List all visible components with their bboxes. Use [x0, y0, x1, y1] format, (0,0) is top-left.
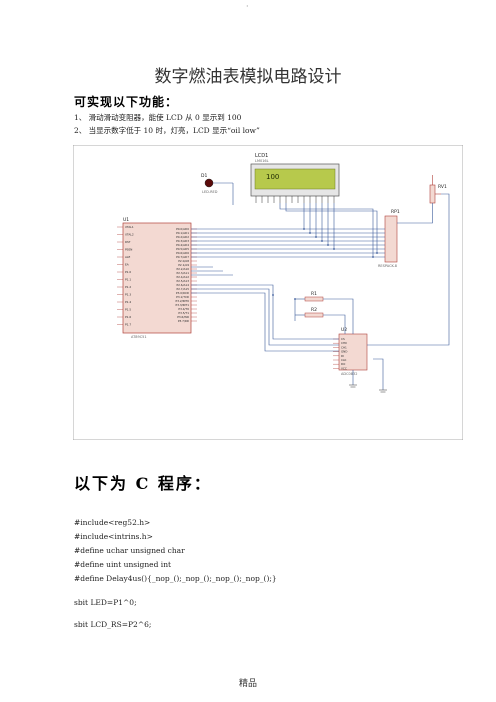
program-heading: 以下为 C 程序： — [74, 474, 212, 493]
mcu-right-pin-label: P2.3/A11 — [176, 271, 189, 275]
mcu-right-pin-label: P2.5/A13 — [176, 279, 189, 283]
mcu-right-pin-label: P0.2/AD2 — [176, 235, 189, 239]
lcd-model: LM016L — [255, 159, 269, 163]
adc-pin-label: DI — [341, 354, 344, 358]
adc-pin-label: VCC — [341, 366, 347, 370]
adc-pin-label: GND — [341, 350, 347, 354]
led-model: LED-RED — [202, 190, 218, 194]
circuit-diagram: LCD1 LM016L 100 D1 LED-RED RV1 RP1 — [73, 145, 463, 440]
mcu-model: AT89C51 — [131, 335, 147, 339]
mcu-right-pin-label: P2.6/A14 — [176, 283, 189, 287]
svg-text:R1: R1 — [311, 291, 317, 297]
code-line-7: sbit LCD_RS=P2^6; — [74, 620, 152, 629]
mcu-left-pin-label: RST — [125, 240, 131, 244]
page-title: 数字燃油表模拟电路设计 — [154, 67, 342, 87]
feature-item-2: 2、 当显示数字低于 10 时，灯亮，LCD 显示“oil low” — [74, 126, 260, 135]
mcu-label: U1 — [123, 217, 129, 223]
mcu-right-pin-label: P2.4/A12 — [176, 275, 189, 279]
ground-symbols — [349, 384, 387, 393]
mcu-right-pin-label: P3.0/RXD — [176, 291, 189, 295]
mcu-right-pin-label: P0.7/AD7 — [176, 255, 189, 259]
mcu-right-pin-label: P0.4/AD4 — [176, 243, 189, 247]
adc-pin-label: CLK — [341, 358, 347, 362]
potentiometer-component: RV1 — [429, 175, 447, 215]
mcu-right-pin-label: P0.1/AD1 — [176, 231, 189, 235]
lcd-value: 100 — [266, 173, 279, 181]
led-component: D1 LED-RED — [201, 173, 234, 205]
resistor-pack-component: RP1 RESPACK-8 — [378, 209, 400, 268]
mcu-left-pin-label: P1.2 — [125, 285, 131, 289]
lcd-label: LCD1 — [255, 153, 268, 159]
mcu-left-pin-label: PSEN — [125, 248, 132, 252]
code-line-2: #include<intrins.h> — [74, 532, 153, 541]
resistor-pack-model: RESPACK-8 — [378, 264, 397, 268]
mcu-left-pin-label: P1.3 — [125, 293, 131, 297]
lcd-component: LCD1 LM016L 100 — [250, 153, 340, 203]
mcu-left-pin-label: XTAL1 — [125, 225, 134, 229]
mcu-right-pin-label: P3.2/INT0 — [176, 299, 190, 303]
adc-pin-label: CH1 — [341, 345, 347, 349]
potentiometer-label: RV1 — [438, 184, 447, 190]
mcu-right-pin-label: P3.5/T1 — [178, 311, 189, 315]
led-label: D1 — [201, 173, 207, 179]
mcu-right-pin-label: P0.6/AD6 — [176, 251, 189, 255]
mcu-left-pin-label: EA — [125, 263, 129, 267]
potentiometer-icon — [429, 184, 436, 204]
mcu-left-pin-label: P1.1 — [125, 278, 131, 282]
mcu-left-pin-label: P1.0 — [125, 270, 131, 274]
mcu-right-pin-label: P0.3/AD3 — [176, 239, 189, 243]
svg-text:R2: R2 — [311, 307, 317, 313]
mcu-left-pin-label: P1.7 — [125, 323, 131, 327]
adc-pin-label: CH0 — [341, 341, 347, 345]
mcu-right-pin-label: P3.6/WR — [177, 315, 189, 319]
mcu-right-pin-label: P3.4/T0 — [178, 307, 189, 311]
adc-body — [338, 333, 368, 371]
code-line-6: sbit LED=P1^0; — [74, 598, 137, 607]
mcu-right-pin-label: P3.3/INT1 — [176, 303, 190, 307]
mcu-right-pin-label: P2.2/A10 — [176, 267, 189, 271]
mcu-right-pin-label: P2.7/A15 — [176, 287, 189, 291]
mcu-right-pin-label: P3.1/TXD — [176, 295, 189, 299]
resistor-pack-label: RP1 — [391, 209, 400, 215]
code-line-4: #define uint unsigned int — [74, 560, 172, 569]
mcu-left-pin-label: P1.6 — [125, 315, 131, 319]
mcu-right-pin-label: P0.0/AD0 — [176, 227, 189, 231]
mcu-right-pin-label: P3.7/RD — [178, 319, 189, 323]
code-line-1: #include<reg52.h> — [74, 518, 151, 527]
mcu-left-pin-label: ALE — [125, 255, 130, 259]
code-line-3: #define uchar unsigned char — [74, 546, 185, 555]
mcu-left-pin-label: P1.5 — [125, 308, 131, 312]
code-line-5: #define Delay4us(){_nop_();_nop_();_nop_… — [74, 574, 277, 583]
mcu-right-pin-label: P2.0/A8 — [178, 259, 189, 263]
footer-text: 精品 — [238, 679, 257, 689]
mcu-right-pin-label: P0.5/AD5 — [176, 247, 189, 251]
wires — [191, 193, 450, 390]
mcu-body — [122, 222, 192, 334]
led-icon — [204, 178, 214, 188]
adc-pin-label: DO — [341, 362, 346, 366]
lcd-screen — [254, 168, 336, 190]
mcu-left-pin-label: XTAL2 — [125, 233, 134, 237]
adc-pin-label: CS — [341, 337, 345, 341]
mcu-right-pin-label: P2.1/A9 — [178, 263, 189, 267]
feature-item-1: 1、 滑动滑动变阻器，能使 LCD 从 0 显示到 100 — [74, 113, 242, 122]
features-heading: 可实现以下功能： — [74, 95, 179, 109]
mcu-left-pin-label: P1.4 — [125, 300, 131, 304]
adc-model: ADC0832 — [341, 372, 357, 376]
top-mark: · — [246, 2, 249, 11]
wire-junctions — [272, 228, 378, 300]
adc-label: U2 — [341, 327, 347, 333]
